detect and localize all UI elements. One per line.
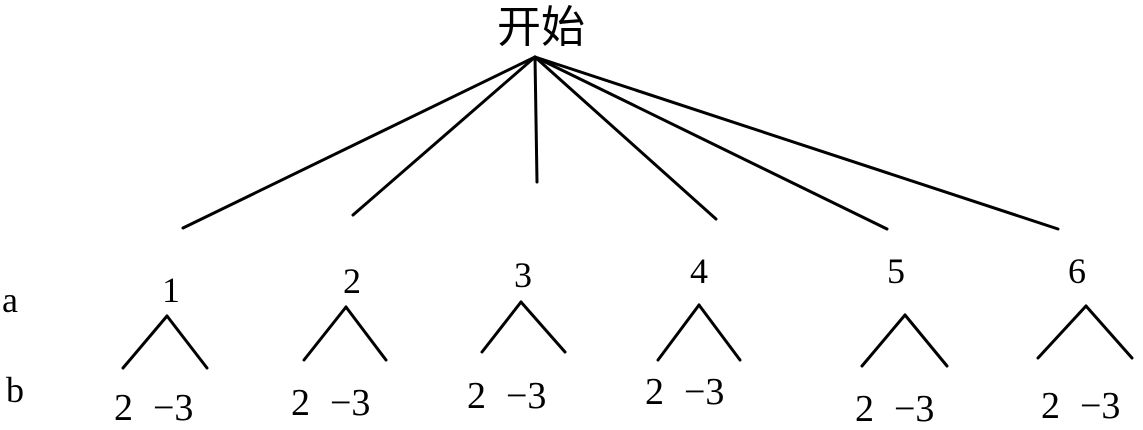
leaf-values-6: 2 −3	[1041, 387, 1120, 425]
root-edge-5	[533, 55, 889, 231]
leaf-right-value: −3	[330, 382, 371, 424]
leaf-left-value: 2	[291, 382, 310, 424]
leaf-values-4: 2 −3	[645, 373, 724, 411]
branch-number-2: 2	[343, 261, 361, 301]
sub-edge-left-4	[656, 303, 701, 362]
root-edge-4	[533, 55, 718, 221]
sub-edge-right-5	[903, 313, 949, 368]
row-label-a: a	[2, 280, 18, 320]
root-edge-6	[533, 55, 1060, 231]
sub-edge-left-3	[480, 300, 523, 354]
leaf-values-1: 2 −3	[114, 389, 193, 427]
sub-edge-left-5	[860, 313, 907, 368]
root-label: 开始	[497, 3, 585, 52]
branch-number-5: 5	[887, 251, 905, 291]
leaf-right-value: −3	[506, 375, 547, 417]
leaf-left-value: 2	[467, 375, 486, 417]
sub-edge-left-1	[121, 314, 169, 370]
leaf-right-value: −3	[894, 388, 935, 430]
sub-edge-left-6	[1036, 304, 1088, 360]
branch-number-3: 3	[514, 255, 532, 295]
sub-edge-right-6	[1084, 304, 1134, 360]
row-label-b: b	[6, 370, 24, 410]
sub-edge-right-1	[165, 314, 209, 370]
leaf-values-5: 2 −3	[855, 390, 934, 428]
leaf-values-2: 2 −3	[291, 384, 370, 422]
leaf-right-value: −3	[1080, 385, 1121, 427]
leaf-left-value: 2	[645, 371, 664, 413]
sub-edge-right-2	[344, 305, 388, 362]
leaf-left-value: 2	[855, 388, 874, 430]
branch-number-1: 1	[162, 270, 180, 310]
root-edge-2	[351, 55, 537, 217]
root-edge-1	[181, 55, 537, 230]
leaf-right-value: −3	[153, 387, 194, 429]
leaf-left-value: 2	[114, 387, 133, 429]
branch-number-4: 4	[690, 251, 708, 291]
leaf-left-value: 2	[1041, 385, 1060, 427]
branch-number-6: 6	[1068, 251, 1086, 291]
leaf-values-3: 2 −3	[467, 377, 546, 415]
leaf-right-value: −3	[684, 371, 725, 413]
sub-edge-right-4	[697, 303, 742, 362]
sub-edge-right-3	[519, 300, 567, 354]
root-edge-3	[533, 55, 539, 184]
sub-edge-left-2	[302, 305, 348, 362]
